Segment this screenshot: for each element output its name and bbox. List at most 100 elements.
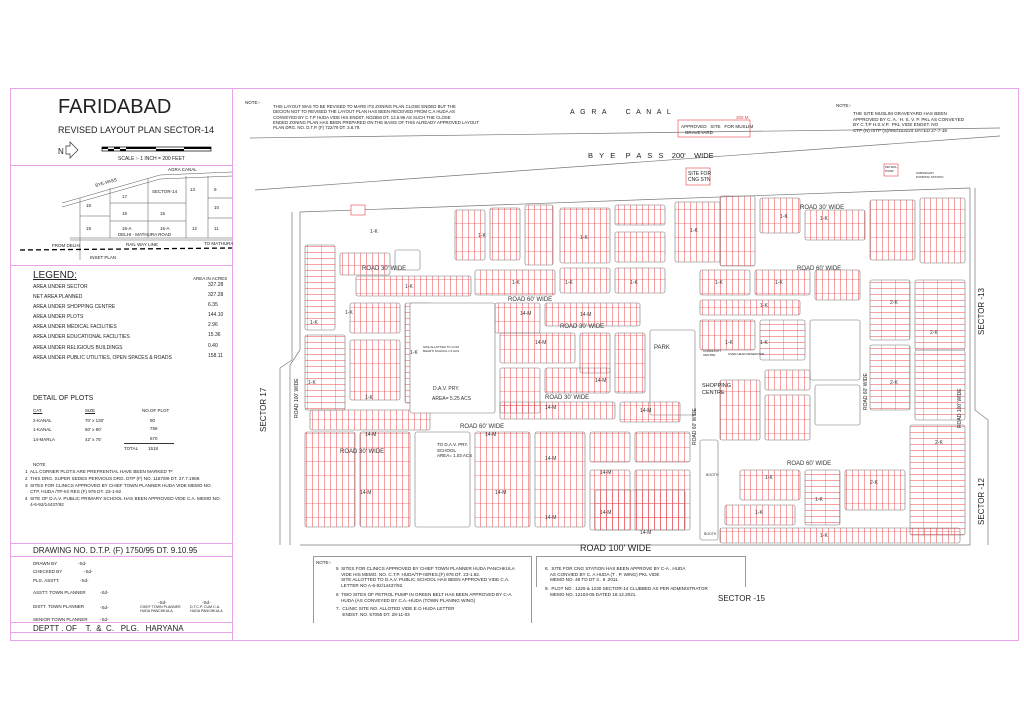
inset-sector-18: 18 [86, 203, 92, 208]
divider [10, 622, 233, 623]
road-network [249, 127, 1001, 546]
road-30-label: ROAD 30' WIDE [340, 449, 385, 455]
plot-block [499, 401, 616, 420]
panel-divider [232, 88, 233, 641]
plot-category-label: 2-K [930, 330, 938, 336]
inset-sector-19: 19 [86, 226, 92, 231]
plot-category-label: 1-K [410, 350, 418, 356]
inset-from-delhi: FROM DELHI [52, 243, 80, 248]
north-arrow-icon [65, 141, 79, 159]
bottom-note: 6 TWO SITES OF PETROL PUMP IN GREEN BELT… [336, 592, 513, 603]
inset-sector-9: 9 [214, 187, 217, 192]
plot-category-label: 14-M [365, 432, 377, 438]
frame-top [10, 88, 1018, 89]
bye-pass-label: B Y E P A S S 200' WIDE [588, 151, 714, 160]
plot-category-label: 1-K [365, 395, 373, 401]
plot-block [914, 349, 966, 421]
community-centre-label: COMMUNITY CENTRE [703, 349, 722, 357]
legend-value: 327.28 [208, 282, 224, 288]
booth-label: BOOTH [704, 532, 717, 536]
plots-total: 1518 [148, 446, 159, 451]
signatory-role: CHECKED BY [33, 569, 63, 574]
left-note: 4 SITE OF D.A.V. PUBLIC PRIMARY SCHOOL H… [25, 496, 221, 507]
plot-category-label: 1-K [630, 280, 638, 286]
plot-block [409, 302, 496, 414]
plot-block [719, 379, 761, 441]
plot-block [869, 279, 911, 341]
right-note-title: NOTE:- [836, 103, 852, 108]
plot-category-label: 14-M [640, 530, 652, 536]
reservoir-label: OVER HEAD RESERVOIR [728, 352, 765, 356]
bottom-note: 7. CLINIC SITE NO. ALLOTED VIDE E.O HUDA… [336, 606, 455, 617]
plot-category-label: 2-K [870, 480, 878, 486]
legend-label: AREA UNDER PUBLIC UTILITIES, OPEN SPACES… [33, 355, 172, 361]
plots-header-cat: CAT. [33, 408, 43, 413]
page-title: FARIDABAD [58, 96, 172, 118]
plot-category-label: 1-K [725, 340, 733, 346]
top-note-text: THIS LAYOUT WAS TO BE REVISED TO MARE IT… [273, 104, 479, 131]
drawing-number: DRAWING NO. D.T.P. (F) 1750/95 DT. 9.10.… [33, 546, 198, 555]
plot-category-label: 1-K [565, 280, 573, 286]
agra-canal-label: A G R A C A N A L [570, 109, 671, 116]
bottom-note: 8. SITE FOR CNG STATION HAS BEEN APPROVE… [545, 566, 686, 583]
plot-block [699, 269, 751, 296]
plot-block [699, 299, 801, 316]
plot-block [814, 269, 861, 301]
dav-school-label: D.A.V. PRY. [433, 386, 460, 392]
plot-block [914, 279, 966, 351]
plot-category-label: 1-K [690, 228, 698, 234]
plot-category-label: 14-M [580, 312, 592, 318]
inset-agra-canal: AGRA CANAL [168, 167, 197, 172]
graveyard-dimension: 300 M [736, 115, 749, 120]
inset-sector-14: SECTOR-14 [152, 189, 178, 194]
plot-block [619, 401, 681, 423]
plot-block [339, 252, 391, 276]
left-note: 2 THIS DRG. SUPER SEDES PERVIOUS DRG. DT… [25, 476, 201, 481]
plot-size: 70' x 130' [85, 418, 104, 423]
plot-block [919, 197, 966, 264]
plots-total-label: TOTAL [124, 446, 139, 451]
dav-area-label: AREA= 5.25 ACS [432, 396, 472, 402]
plot-block [614, 332, 646, 394]
legend-label: NET AREA PLANNED [33, 294, 83, 300]
plot-block [414, 431, 471, 528]
plot-category-label: 14-M [535, 340, 547, 346]
plot-category-label: 1-K [780, 214, 788, 220]
road-60-label: ROAD 60' WIDE [797, 266, 842, 272]
sector-12-label: SECTOR -12 [977, 478, 986, 525]
plot-category-label: 1-K [775, 280, 783, 286]
plot-block [454, 209, 486, 261]
divider [10, 165, 233, 166]
inset-delhi-mathura-road: DELHI - MATHURA ROAD [118, 232, 172, 237]
bottom-note: 5 SITES FOR CLINICS APPROVED BY CHIEF TO… [336, 566, 515, 588]
legend-value: 144.10 [208, 312, 224, 318]
left-notes-title: NOTE [33, 462, 46, 467]
plot-block [724, 504, 796, 526]
plot-category-label: 1-K [580, 235, 588, 241]
plot-block [804, 209, 866, 241]
frame-right [1018, 88, 1019, 641]
legend-label: AREA UNDER SHOPPING CENTRE [33, 304, 116, 310]
legend-value: 327.28 [208, 292, 224, 298]
plot-block [304, 244, 336, 331]
north-label: N [58, 147, 64, 156]
right-note-text: THE SITE MUSLIM GRAVEYARD HAS BEEN APPRO… [853, 111, 965, 133]
scale-label: SCALE :- 1 INCH = 200 FEET [118, 156, 185, 162]
plot-block [349, 302, 401, 334]
bottom-notes-frame [536, 556, 746, 587]
plot-category-label: 1-K [345, 310, 353, 316]
plot-block [804, 469, 841, 526]
plot-cat: 1-KANAL [33, 427, 52, 432]
road-30-label: ROAD 30' WIDE [560, 324, 605, 330]
dtcp-role: D.T.C.P. CUM C.A. HUDA PANCHKULA [190, 605, 223, 614]
inset-sector-15a: 15-A [160, 226, 170, 231]
plot-category-label: 14-M [360, 490, 372, 496]
plot-category-label: 14-M [545, 515, 557, 521]
legend-label: AREA UNDER EDUCATIONAL FACILITIES [33, 334, 130, 340]
plot-block [844, 469, 906, 511]
signatory-role: DISTT. TOWN PLANNER [33, 604, 85, 609]
plots-total-rule [124, 443, 174, 444]
ctp-role: CHIEF TOWN PLANNER HUDA PANCHKULA [140, 605, 181, 614]
